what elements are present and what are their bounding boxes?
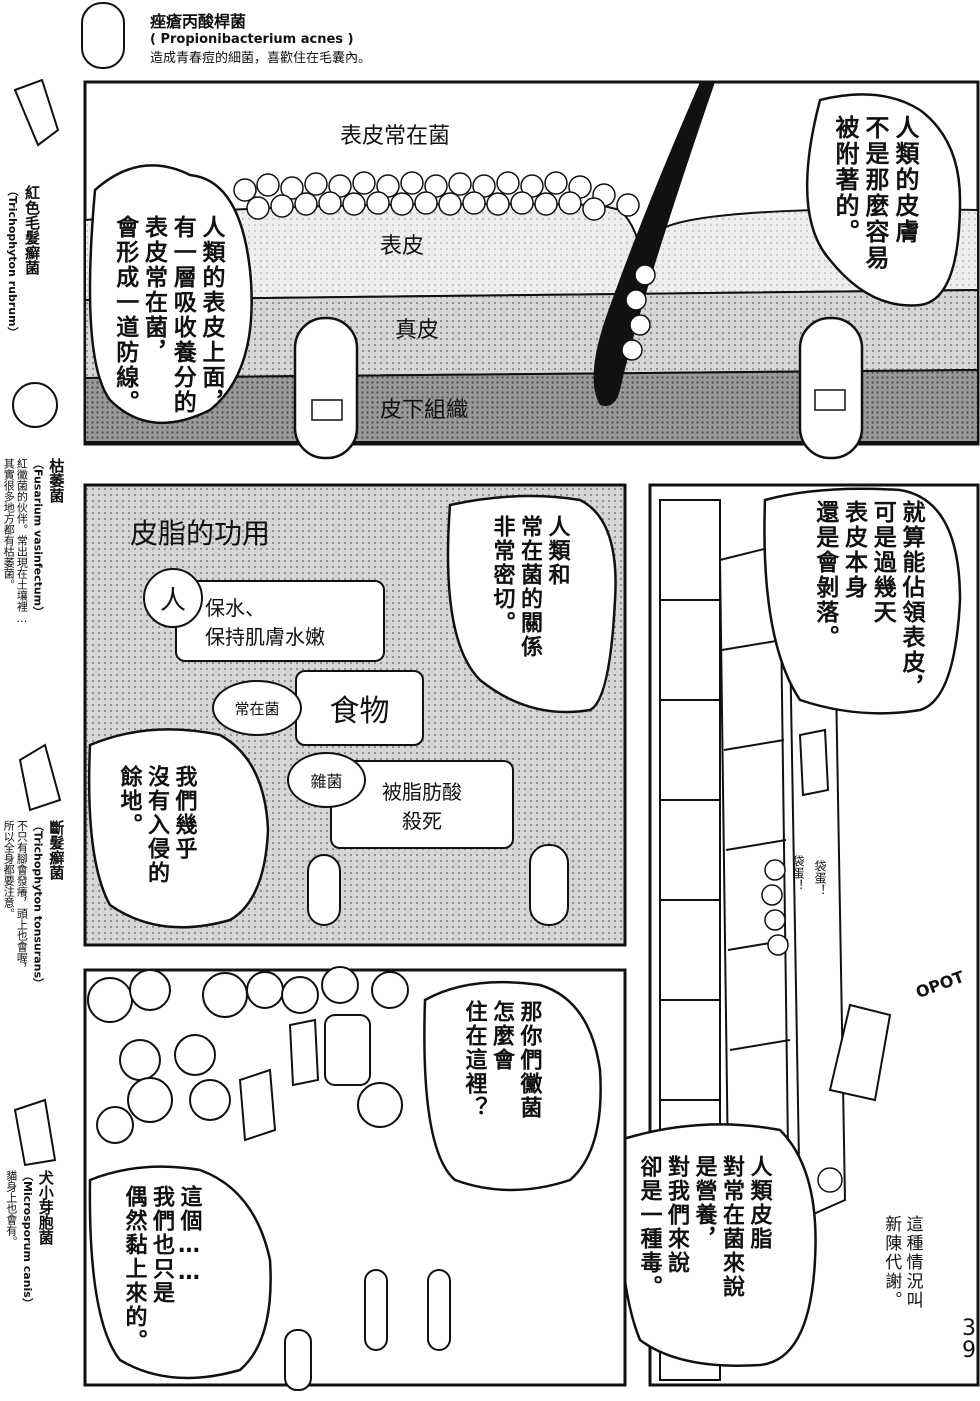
panel2-title: 皮脂的功用 — [130, 517, 271, 550]
panel2-row3-tag: 雜菌 — [287, 752, 366, 808]
label-subcutis: 皮下組織 — [380, 398, 469, 423]
sidebar-entry-latin: （Fusarium vasinfectum） — [31, 458, 45, 618]
panel2-row1-text-a: 保水、 — [205, 596, 265, 620]
panel1-bubble-right-text: 人類的皮膚 不是那麼容易 被附著的。 — [831, 115, 919, 271]
panel1-bubble-left-shape — [88, 164, 253, 425]
panel2-row1-tag: 人 — [143, 568, 203, 628]
panel2-row3-text-a: 被脂肪酸 — [382, 779, 462, 804]
sidebar-entry-desc: 不只有腳會發癢，頭上也會喔， 所以全身都要注意。 — [2, 820, 29, 974]
panel2-row3-box: 被脂肪酸 殺死 — [330, 760, 514, 849]
panel3-bubble-bottom-shape — [617, 1123, 817, 1367]
panel3-bubble-top-text: 就算能佔領表皮， 可是過幾天 表皮本身 還是會剝落。 — [811, 500, 924, 700]
page-number: 39 — [962, 1316, 976, 1363]
panel1-bubble-left-text: 人類的表皮上面， 有一層吸收養分的 表皮常在菌， 會形成一道防線。 — [111, 215, 224, 415]
sidebar-entry-latin: （Microsporum canis） — [20, 1170, 34, 1309]
sidebar-entry-desc: 紅黴菌的伙伴。常出現在土壤裡… 其實很多地方都有枯萎菌。 — [2, 458, 29, 625]
label-dermis: 真皮 — [395, 318, 440, 343]
sidebar-top-entry: 痤瘡丙酸桿菌 ( Propionibacterium acnes ) 造成青春痘… — [150, 8, 480, 66]
panel2-row1-text-b: 保持肌膚水嫩 — [205, 625, 325, 649]
panel4-bubble-top-shape — [423, 980, 602, 1192]
sidebar-entry-canis: 犬小芽胞菌 （Microsporum canis） 貓身上也會有。 — [4, 1170, 57, 1360]
panel2-row3-text-b: 殺死 — [402, 808, 442, 833]
sidebar-top-desc: 造成青春痘的細菌，喜歡住在毛囊內。 — [150, 51, 372, 66]
panel4-bubble-bottom-shape — [88, 1165, 272, 1380]
panel3-bubble-top-shape — [763, 487, 962, 715]
sidebar-mascots — [12, 2, 125, 1167]
panel3-caption: 這種情況叫 新陳代謝。 — [881, 1215, 923, 1310]
sidebar-entry-rubrum: 紅色毛髮癬菌 （Trichophyton rubrum） — [4, 185, 43, 365]
panel2-row1-box: 保水、 保持肌膚水嫩 — [175, 580, 385, 662]
sidebar-top-name: 痤瘡丙酸桿菌 — [150, 12, 247, 31]
label-epidermis: 表皮 — [380, 234, 425, 259]
panel4-bubble-bottom-text: 這個…… 我們也只是 偶然黏上來的。 — [121, 1185, 202, 1353]
sidebar-entry-name: 枯萎菌 — [47, 458, 66, 503]
panel2-row2-tag: 常在菌 — [212, 680, 302, 736]
panel3-sfx-2: 袋蛋！ — [813, 860, 827, 896]
panel2-bubble-top-shape — [446, 494, 617, 714]
panel2-bubble-top-text: 人類和 常在菌的關係 非常密切。 — [489, 515, 570, 659]
panel4-bubble-top-text: 那你們黴菌 怎麼會 住在這裡？ — [461, 1000, 542, 1120]
sidebar-entry-name: 斷髮癬菌 — [47, 820, 66, 880]
panel2-bubble-bottom-shape — [87, 728, 270, 929]
sidebar-entry-desc: 貓身上也會有。 — [4, 1170, 18, 1247]
panel1-bubble-right-shape — [805, 93, 962, 307]
panel2-row2-text: 食物 — [295, 670, 424, 746]
sidebar-entry-name: 紅色毛髮癬菌 — [23, 185, 41, 275]
sidebar-entry-latin: （Trichophyton tonsurans） — [31, 820, 45, 990]
sidebar-top-latin: ( Propionibacterium acnes ) — [150, 32, 354, 47]
panel3-bubble-bottom-text: 人類皮脂 對常在菌來說 是營養， 對我們來說 卻是一種毒。 — [636, 1155, 772, 1299]
sidebar-entry-fusarium: 枯萎菌 （Fusarium vasinfectum） 紅黴菌的伙伴。常出現在土壤… — [2, 458, 67, 698]
panel3-sfx-1: 袋蛋！ — [791, 855, 805, 891]
sidebar-entry-name: 犬小芽胞菌 — [36, 1170, 55, 1245]
sidebar-entry-tonsurans: 斷髮癬菌 （Trichophyton tonsurans） 不只有腳會發癢，頭上… — [2, 820, 67, 1060]
sidebar-entry-latin: （Trichophyton rubrum） — [6, 185, 19, 338]
label-resident-bacteria: 表皮常在菌 — [340, 124, 451, 149]
panel2-bubble-bottom-text: 我們幾乎 沒有入侵的 餘地。 — [116, 765, 197, 885]
